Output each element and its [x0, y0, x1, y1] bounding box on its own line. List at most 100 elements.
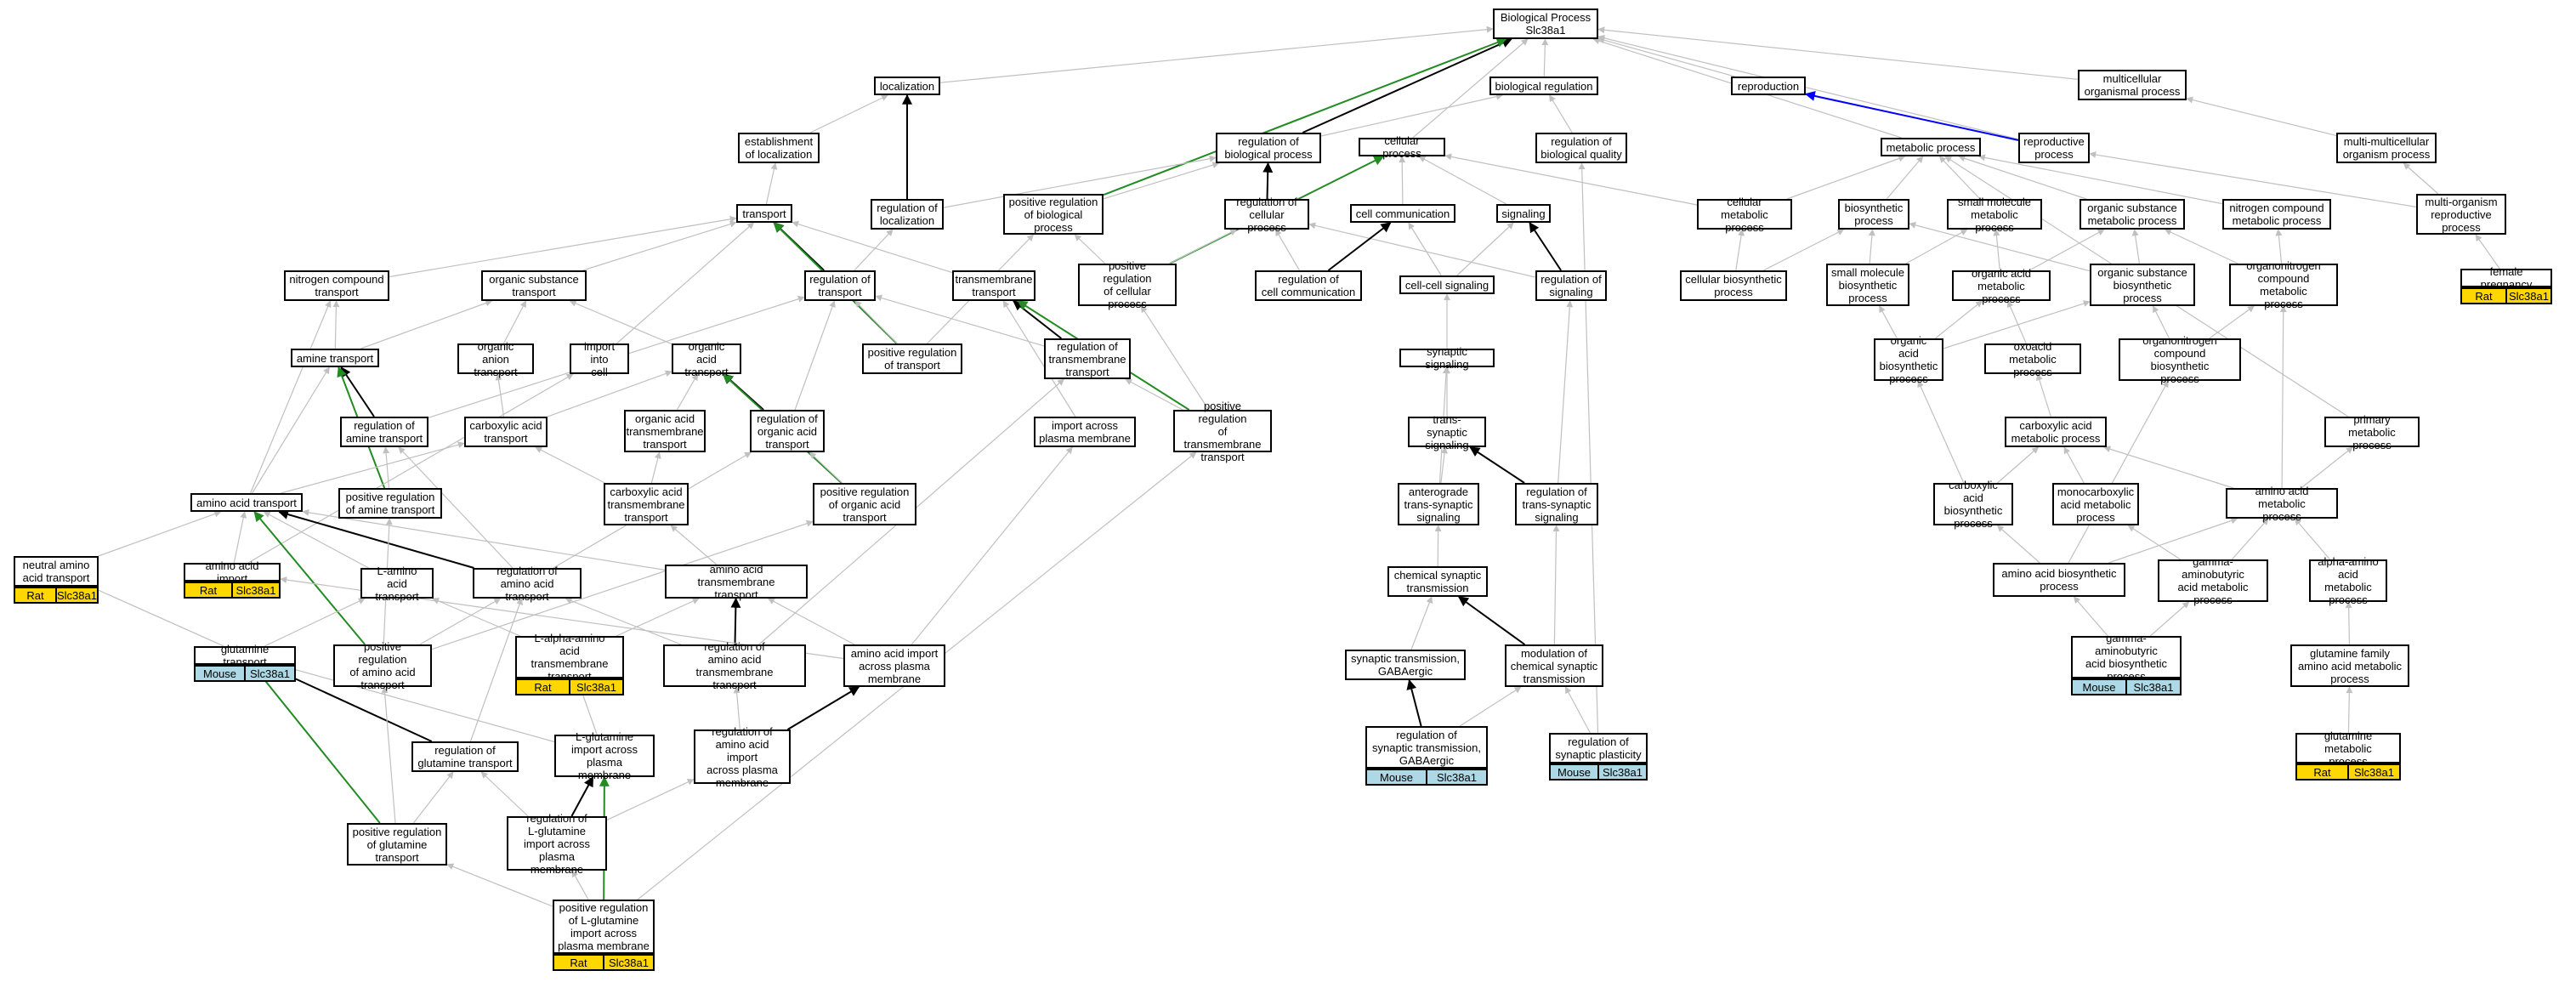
term-gaba-met[interactable]: gamma-aminobutyric acid metabolic proces… [2158, 555, 2268, 606]
edge-aa_import-to-aa_transport [233, 511, 247, 564]
term-anterograde[interactable]: anterograde trans-synaptic signaling [1398, 483, 1479, 525]
term-org-acid-met[interactable]: organic acid metabolic process [1952, 267, 2051, 305]
term-reg-loc[interactable]: regulation of localization [871, 199, 944, 230]
edge-pos_reg_bio-to-bp [1103, 37, 1507, 196]
term-signaling[interactable]: signaling [1496, 204, 1551, 223]
term-reg-transport[interactable]: regulation of transport [804, 270, 876, 301]
term-carbox-tm-transport[interactable]: carboxylic acid transmembrane transport [604, 483, 689, 525]
term-cell-comm[interactable]: cell communication [1350, 204, 1455, 223]
term-l-alpha-aa-tm[interactable]: L-alpha-amino acid transmembrane transpo… [515, 632, 624, 683]
term-pos-reg-aa-transport[interactable]: positive regulation of amino acid transp… [333, 640, 432, 691]
term-reg-syn-plasticity[interactable]: regulation of synaptic plasticity [1549, 733, 1648, 763]
term-reg-trans-syn[interactable]: regulation of trans-synaptic signaling [1515, 483, 1598, 525]
term-est-loc[interactable]: establishment of localization [738, 133, 820, 163]
term-reproduction[interactable]: reproduction [1731, 77, 1806, 95]
term-aa-transport[interactable]: amino acid transport [190, 493, 303, 512]
term-reg-signaling[interactable]: regulation of signaling [1535, 270, 1607, 301]
term-org-sub-met[interactable]: organic substance metabolic process [2080, 199, 2185, 230]
term-transport[interactable]: transport [736, 204, 792, 223]
term-reg-aa-import-pm[interactable]: regulation of amino acid import across p… [694, 725, 791, 789]
edge-carbox_met-to-oxoacid_met [2036, 373, 2051, 417]
term-multi-org-repro[interactable]: multi-organism reproductive process [2416, 194, 2506, 235]
term-reg-aa-transport[interactable]: regulation of amino acid transport [473, 565, 582, 603]
term-aa-import[interactable]: amino acid import [184, 559, 281, 585]
term-aa-met[interactable]: amino acid metabolic process [2226, 485, 2338, 523]
term-repro-process[interactable]: reproductive process [2018, 133, 2090, 163]
term-aa-biosyn[interactable]: amino acid biosynthetic process [1993, 563, 2125, 597]
gene-label: Slc38a1 [2125, 680, 2180, 694]
term-nitro-met[interactable]: nitrogen compound metabolic process [2222, 199, 2331, 230]
term-multi-multi[interactable]: multi-multicellular organism process [2336, 133, 2437, 163]
term-neutral-aa-transport[interactable]: neutral amino acid transport [14, 556, 99, 587]
term-reg-amine-transport[interactable]: regulation of amine transport [340, 417, 428, 447]
term-reg-syn-trans-gaba[interactable]: regulation of synaptic transmission, GAB… [1365, 726, 1488, 769]
term-organonitrogen-biosyn[interactable]: organonitrogen compound biosynthetic pro… [2119, 334, 2241, 385]
term-pos-reg-org-acid-transport[interactable]: positive regulation of organic acid tran… [813, 483, 916, 525]
term-metabolic[interactable]: metabolic process [1881, 138, 1981, 156]
term-nitro-transport[interactable]: nitrogen compound transport [284, 270, 389, 301]
term-reg-org-acid-transport[interactable]: regulation of organic acid transport [750, 410, 825, 452]
term-organonitrogen-met[interactable]: organonitrogen compound metabolic proces… [2229, 259, 2338, 310]
term-pos-reg-cell[interactable]: positive regulation of cellular process [1078, 259, 1177, 310]
term-reg-gln-transport[interactable]: regulation of glutamine transport [411, 741, 519, 772]
edge-reg_trans_syn-to-trans_syn_signaling [1469, 446, 1525, 484]
term-reg-tm-transport[interactable]: regulation of transmembrane transport [1044, 338, 1131, 379]
term-org-acid-transport[interactable]: organic acid transport [672, 340, 741, 378]
term-cellular-process[interactable]: cellular process [1359, 134, 1445, 160]
term-carbox-biosyn[interactable]: carboxylic acid biosynthetic process [1933, 479, 2013, 530]
term-pos-reg-l-gln-import[interactable]: positive regulation of L-glutamine impor… [553, 900, 655, 954]
term-small-mol-biosyn[interactable]: small molecule biosynthetic process [1826, 264, 1909, 306]
term-reg-quality[interactable]: regulation of biological quality [1535, 133, 1627, 163]
term-primary-met[interactable]: primary metabolic process [2324, 413, 2420, 451]
term-l-aa-transport[interactable]: L-amino acid transport [360, 565, 434, 603]
term-aa-tm-transport[interactable]: amino acid transmembrane transport [665, 563, 808, 601]
term-aa-import-pm[interactable]: amino acid import across plasma membrane [843, 644, 945, 687]
term-syn-trans-gaba[interactable]: synaptic transmission, GABAergic [1345, 650, 1466, 680]
term-gaba-biosyn[interactable]: gamma-aminobutyric acid biosynthetic pro… [2071, 632, 2182, 683]
term-org-sub-biosyn[interactable]: organic substance biosynthetic process [2090, 264, 2195, 306]
term-reg-cell-proc[interactable]: regulation of cellular process [1224, 196, 1309, 234]
term-small-mol-met[interactable]: small molecule metabolic process [1947, 196, 2042, 234]
term-bio-reg[interactable]: biological regulation [1489, 77, 1598, 95]
term-gln-transport[interactable]: glutamine transport [194, 643, 296, 668]
term-pos-reg-transport[interactable]: positive regulation of transport [862, 343, 962, 374]
edge-carbox_tm_transport-to-carbox_transport [535, 446, 605, 484]
term-reg-l-gln-import[interactable]: regulation of L-glutamine import across … [507, 812, 607, 876]
term-pos-reg-tm-transport[interactable]: positive regulation of transmembrane tra… [1173, 400, 1272, 463]
term-carbox-transport[interactable]: carboxylic acid transport [464, 417, 548, 447]
term-alpha-aa-met[interactable]: alpha-amino acid metabolic process [2309, 555, 2387, 606]
term-import-across-pm[interactable]: import across plasma membrane [1034, 417, 1136, 447]
term-transmembrane-transport[interactable]: transmembrane transport [952, 270, 1036, 301]
term-amine-transport[interactable]: amine transport [291, 349, 379, 367]
term-female-preg[interactable]: female pregnancy [2460, 265, 2552, 291]
term-mod-chem-syn[interactable]: modulation of chemical synaptic transmis… [1505, 644, 1603, 687]
term-pos-reg-bio[interactable]: positive regulation of biological proces… [1003, 194, 1104, 235]
term-org-sub-transport[interactable]: organic substance transport [481, 270, 587, 301]
term-org-acid-biosyn[interactable]: organic acid biosynthetic process [1874, 334, 1943, 385]
term-bp[interactable]: Biological Process Slc38a1 [1493, 9, 1598, 39]
edge-carbox_transport-to-org_anion_transport [495, 373, 505, 417]
term-carbox-met[interactable]: carboxylic acid metabolic process [2005, 417, 2107, 447]
term-biosyn[interactable]: biosynthetic process [1838, 199, 1909, 230]
term-reg-cell-comm[interactable]: regulation of cell communication [1255, 270, 1362, 301]
term-gln-met[interactable]: glutamine metabolic process [2295, 729, 2401, 768]
term-pos-reg-amine-transport[interactable]: positive regulation of amine transport [338, 488, 442, 519]
term-cell-met[interactable]: cellular metabolic process [1697, 196, 1792, 234]
term-trans-syn-signaling[interactable]: trans-synaptic signaling [1408, 413, 1486, 451]
term-import-into-cell[interactable]: import into cell [570, 340, 629, 378]
term-gln-family-met[interactable]: glutamine family amino acid metabolic pr… [2290, 644, 2409, 687]
term-chem-syn-trans[interactable]: chemical synaptic transmission [1387, 566, 1488, 597]
term-multicellular[interactable]: multicellular organismal process [2078, 70, 2187, 100]
term-org-anion-transport[interactable]: organic anion transport [457, 340, 534, 378]
term-l-gln-import-pm[interactable]: L-glutamine import across plasma membran… [554, 730, 655, 781]
term-org-acid-tm-transport[interactable]: organic acid transmembrane transport [624, 410, 706, 452]
term-reg-aa-tm-transport[interactable]: regulation of amino acid transmembrane t… [663, 640, 806, 691]
term-syn-signaling[interactable]: synaptic signaling [1399, 345, 1495, 371]
term-pos-reg-gln-transport[interactable]: positive regulation of glutamine transpo… [347, 823, 447, 866]
term-cell-biosyn[interactable]: cellular biosynthetic process [1680, 270, 1787, 301]
term-oxoacid-met[interactable]: oxoacid metabolic process [1984, 340, 2081, 378]
term-reg-bio[interactable]: regulation of biological process [1216, 133, 1321, 163]
term-monocarbox-met[interactable]: monocarboxylic acid metabolic process [2052, 483, 2139, 525]
term-cc-signaling[interactable]: cell-cell signaling [1399, 275, 1495, 294]
term-localization[interactable]: localization [874, 77, 940, 95]
